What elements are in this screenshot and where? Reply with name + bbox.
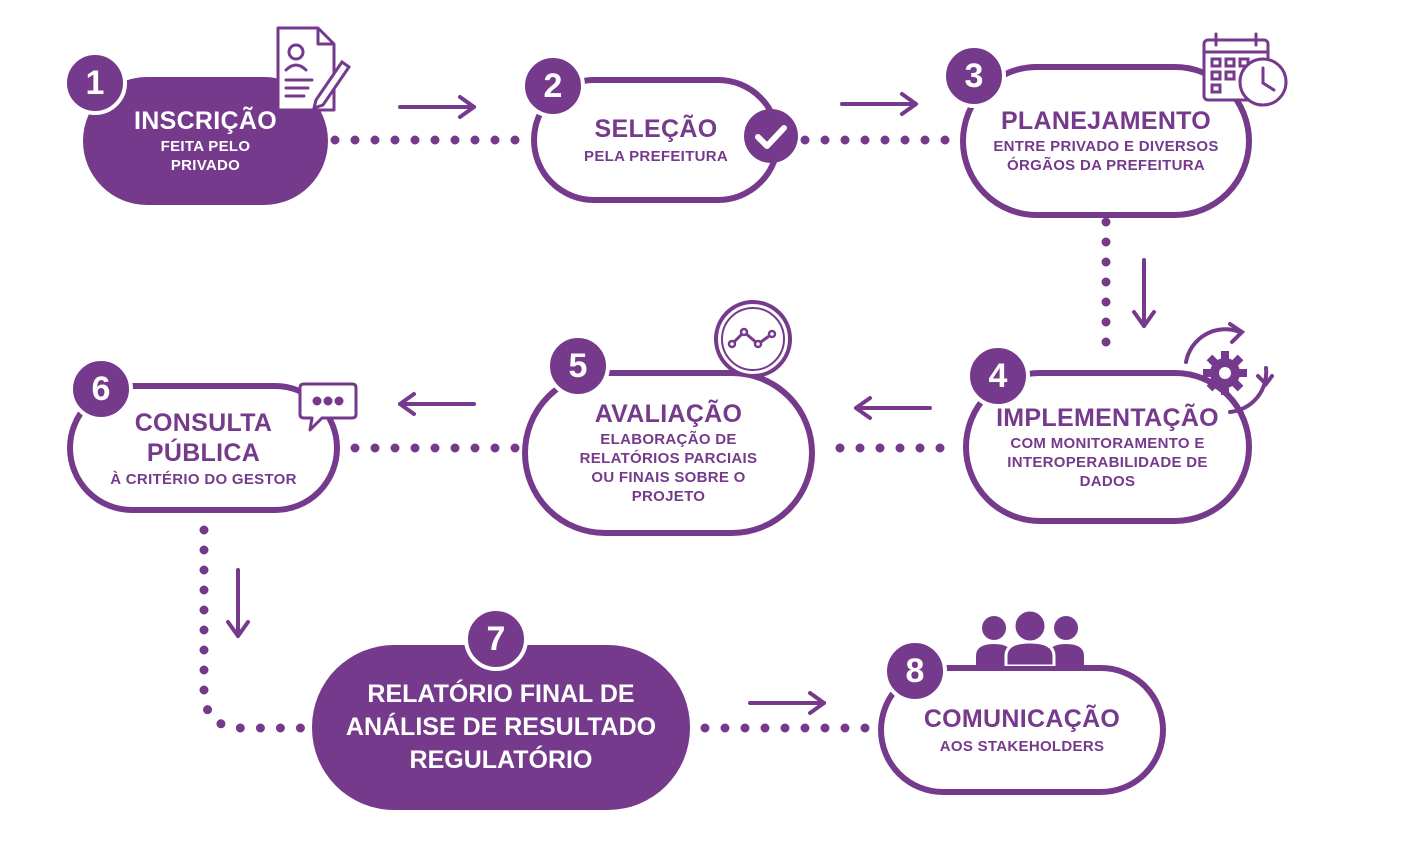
- step-2-number: 2: [521, 54, 585, 118]
- step-3-title: PLANEJAMENTO: [1000, 107, 1212, 135]
- step-6-number: 6: [69, 357, 133, 421]
- step-6-box: CONSULTA PÚBLICA À CRITÉRIO DO GESTOR: [67, 383, 340, 513]
- gear-cycle-icon: [1184, 322, 1274, 414]
- step-2-title: SELEÇÃO: [594, 114, 718, 143]
- step-7-box: RELATÓRIO FINAL DE ANÁLISE DE RESULTADO …: [312, 645, 690, 810]
- step-1-subtitle: FEITA PELO PRIVADO: [160, 138, 251, 174]
- arrow-down-3: [1132, 258, 1156, 328]
- arrow-down-6: [226, 568, 250, 638]
- arrow-right-7: [748, 691, 826, 715]
- step-5-box: AVALIAÇÃO ELABORAÇÃO DE RELATÓRIOS PARCI…: [522, 370, 815, 536]
- step-3-number: 3: [942, 44, 1006, 108]
- calendar-clock-icon: [1202, 32, 1288, 107]
- check-circle-icon: [744, 109, 798, 163]
- line-chart-icon: [714, 300, 792, 378]
- step-7-title: RELATÓRIO FINAL DE ANÁLISE DE RESULTADO …: [345, 680, 657, 774]
- step-5-number: 5: [546, 334, 610, 398]
- arrow-right-2: [840, 92, 918, 116]
- step-4-title: IMPLEMENTAÇÃO: [996, 403, 1219, 432]
- arrow-left-4: [854, 396, 932, 420]
- people-group-icon: [976, 608, 1084, 666]
- arrow-left-5: [398, 392, 476, 416]
- step-2-subtitle: PELA PREFEITURA: [584, 147, 728, 165]
- step-3-subtitle: ENTRE PRIVADO E DIVERSOS ÓRGÃOS DA PREFE…: [993, 138, 1219, 174]
- step-8-box: COMUNICAÇÃO AOS STAKEHOLDERS: [878, 665, 1166, 795]
- step-8-subtitle: AOS STAKEHOLDERS: [939, 737, 1105, 755]
- document-signature-icon: [276, 26, 352, 112]
- step-8-title: COMUNICAÇÃO: [923, 704, 1121, 733]
- dotted-connector-6-7: [199, 525, 317, 733]
- step-4-number: 4: [966, 344, 1030, 408]
- step-8-number: 8: [883, 639, 947, 703]
- step-5-title: AVALIAÇÃO: [594, 400, 743, 428]
- step-6-subtitle: À CRITÉRIO DO GESTOR: [110, 470, 297, 488]
- step-5-subtitle: ELABORAÇÃO DE RELATÓRIOS PARCIAIS OU FIN…: [579, 431, 758, 505]
- step-6-title: CONSULTA PÚBLICA: [134, 408, 273, 467]
- chat-bubble-icon: [298, 382, 358, 432]
- step-1-title: INSCRIÇÃO: [134, 107, 277, 135]
- step-7-number: 7: [464, 607, 528, 671]
- step-4-subtitle: COM MONITORAMENTO E INTEROPERABILIDADE D…: [1007, 434, 1208, 490]
- step-1-number: 1: [63, 51, 127, 115]
- arrow-right-1: [398, 95, 476, 119]
